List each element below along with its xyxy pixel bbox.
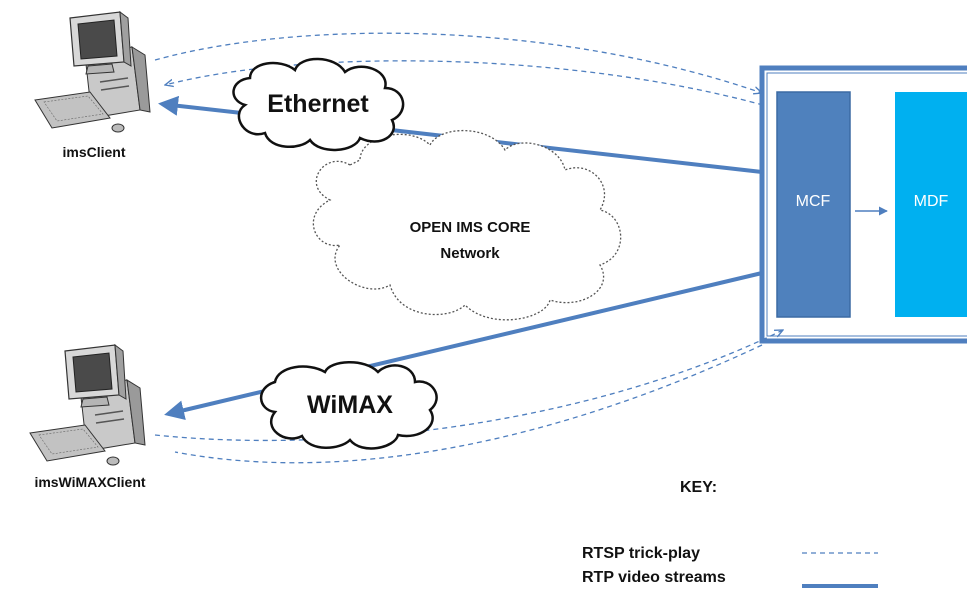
- ims-wimax-client-label: imsWiMAXClient: [34, 474, 145, 490]
- mdf-label: MDF: [914, 193, 949, 210]
- computer-icon: [29, 343, 146, 466]
- legend-rtsp-label: RTSP trick-play: [582, 545, 700, 562]
- ims-core-cloud: OPEN IMS CORE Network: [312, 129, 622, 321]
- wimax-label: WiMAX: [307, 391, 393, 419]
- rtsp-top-lines: [154, 32, 763, 106]
- mcf-label: MCF: [796, 193, 831, 210]
- ims-core-title: OPEN IMS CORE: [410, 219, 531, 236]
- media-server: MCF MDF: [759, 65, 967, 344]
- legend-title: KEY:: [680, 479, 717, 496]
- mdf-box: MDF: [895, 92, 967, 317]
- mcf-box: MCF: [776, 91, 851, 318]
- rtsp-bottom-lines: [154, 330, 783, 464]
- computer-icon: [34, 10, 151, 133]
- ims-core-subtitle: Network: [440, 245, 500, 262]
- ethernet-label: Ethernet: [267, 90, 369, 118]
- legend-rtp-label: RTP video streams: [582, 569, 726, 586]
- ims-client-computer: imsClient: [34, 10, 151, 160]
- legend: KEY: RTSP trick-play RTP video streams: [582, 479, 878, 588]
- ims-wimax-client-computer: imsWiMAXClient: [29, 343, 146, 490]
- wimax-cloud: WiMAX: [259, 361, 438, 450]
- ims-client-label: imsClient: [62, 144, 125, 160]
- ethernet-cloud: Ethernet: [232, 57, 405, 152]
